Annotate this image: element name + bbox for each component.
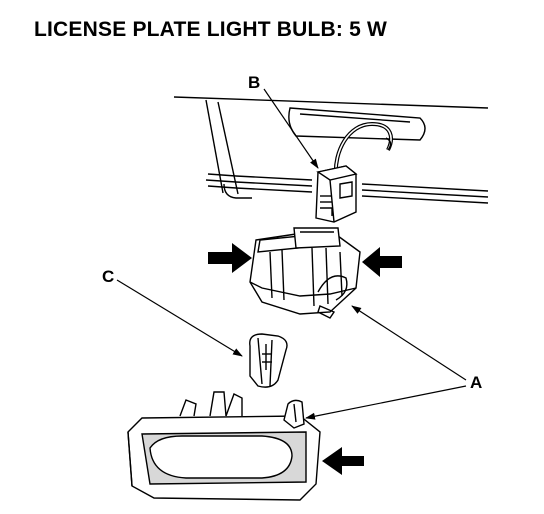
callout-label-a: A [470, 373, 483, 392]
arrow-icon [208, 243, 402, 475]
lens-housing [127, 391, 321, 501]
harness-connector [315, 121, 393, 223]
leader-lines [116, 88, 467, 420]
bumper-panel [173, 96, 489, 204]
wedge-bulb [249, 333, 288, 388]
page-title: LICENSE PLATE LIGHT BULB: 5 W [34, 18, 388, 41]
callout-label-b: B [248, 73, 261, 92]
bulb-socket [249, 227, 361, 319]
callout-label-c: C [102, 267, 115, 286]
